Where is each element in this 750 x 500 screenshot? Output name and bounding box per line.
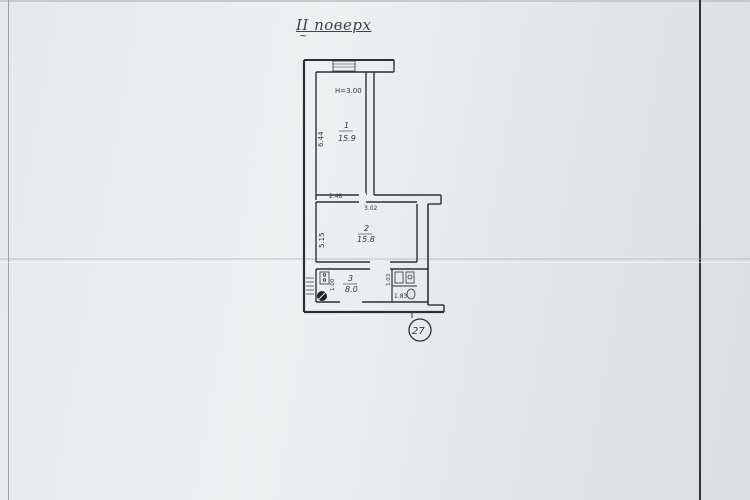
toilet-icon xyxy=(406,288,416,300)
height-label: H=3.00 xyxy=(335,87,362,95)
drain-icon xyxy=(407,274,413,280)
room2-area: 15.8 xyxy=(357,235,375,244)
apartment-number-circle xyxy=(408,318,432,342)
room3-area: 8.0 xyxy=(345,285,358,294)
room2-number: 2 xyxy=(364,224,369,233)
door-gap-room1 xyxy=(359,193,366,204)
door-gap-entrance xyxy=(340,300,362,304)
paper-right-edge xyxy=(699,0,701,500)
room1-area: 15.9 xyxy=(338,134,356,143)
window-top xyxy=(332,60,356,72)
room2-side-dimension: 5.15 xyxy=(318,232,326,248)
paper-left-edge xyxy=(8,0,9,500)
paper-fold-crease xyxy=(0,258,750,260)
door-gap-room2 xyxy=(370,260,390,271)
bath-tub-icon xyxy=(394,271,404,284)
sink-icon xyxy=(405,271,415,284)
bathroom-width-dimension: 1.03 xyxy=(386,273,392,286)
room3-small-dimension: 1.00 xyxy=(330,278,336,291)
room1-side-dimension: 6.44 xyxy=(317,131,325,147)
room2-dim-top-left: 2.48 xyxy=(329,193,343,200)
boiler-slash xyxy=(317,291,327,301)
bathroom-area: 1.83 xyxy=(394,293,408,300)
title-underline-mark: ~ xyxy=(299,31,308,42)
apartment-number: 27 xyxy=(412,326,425,337)
bathroom-fixtures xyxy=(394,271,416,300)
radiator-hatch xyxy=(306,277,314,295)
outer-walls xyxy=(302,59,445,314)
room3-number: 3 xyxy=(348,274,353,283)
room2-dim-top-right: 3.02 xyxy=(364,205,378,212)
stove-icon xyxy=(319,271,330,285)
room1-number: 1 xyxy=(344,121,349,130)
paper-top-edge xyxy=(0,0,750,2)
floor-title: II поверх xyxy=(296,16,372,34)
